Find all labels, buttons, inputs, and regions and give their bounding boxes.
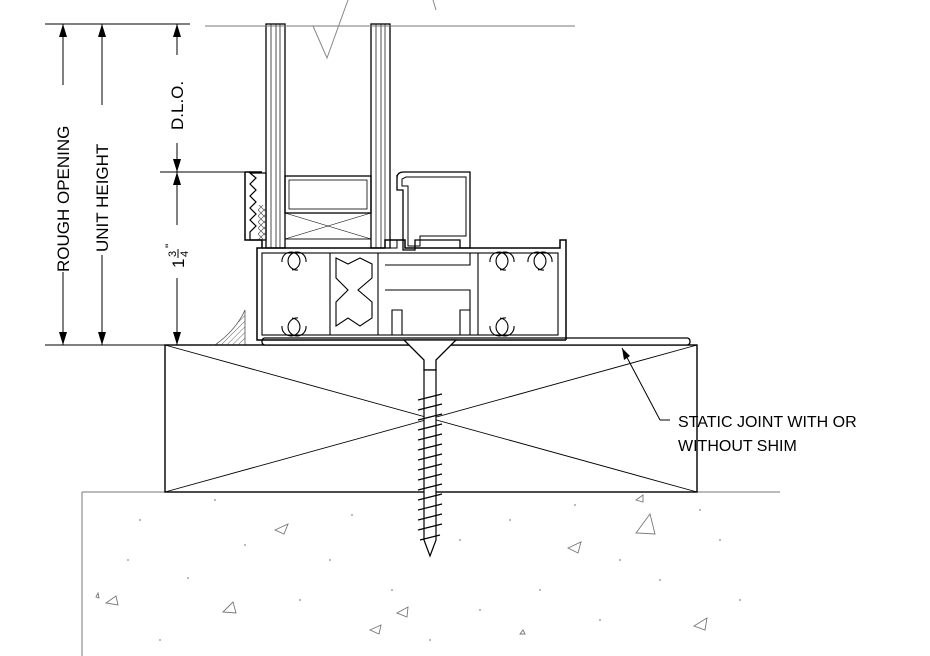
shim <box>261 337 691 346</box>
callout-line-2: WITHOUT SHIM <box>678 438 797 455</box>
anchor-screw <box>402 339 458 558</box>
callout-leader <box>621 347 670 421</box>
glass-unit <box>265 23 391 249</box>
sill-height-label: 1 3 4 " <box>163 244 191 268</box>
sill-height-denominator: 4 <box>179 251 191 257</box>
glazing-gasket <box>248 172 267 241</box>
break-line <box>205 0 575 60</box>
dimension-lines <box>45 23 255 346</box>
sealant-bead <box>213 309 246 346</box>
sill-height-whole: 1 <box>169 259 188 268</box>
sill-frame <box>244 171 567 341</box>
callout-line-1: STATIC JOINT WITH OR <box>678 414 857 431</box>
sill-height-numerator: 3 <box>167 251 179 257</box>
inch-mark: " <box>163 244 177 248</box>
rough-opening-label: ROUGH OPENING <box>54 126 73 272</box>
unit-height-label: UNIT HEIGHT <box>93 144 112 252</box>
dlo-label: D.L.O. <box>168 81 187 130</box>
